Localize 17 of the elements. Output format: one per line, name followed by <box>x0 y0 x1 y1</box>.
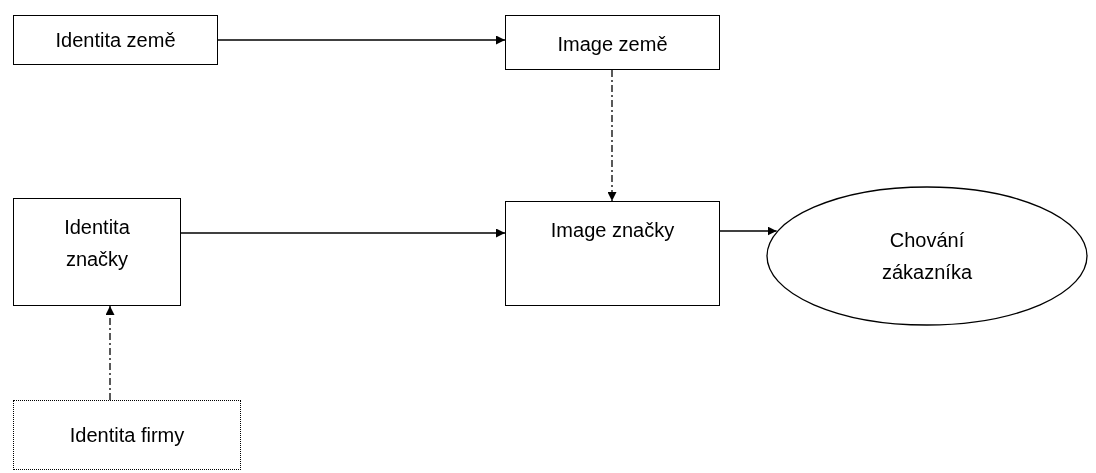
arrow <box>105 305 115 401</box>
node-label: Chování zákazníka <box>880 228 974 285</box>
node-label: Identita firmy <box>69 423 185 448</box>
node-label: Image země <box>557 32 668 57</box>
node-label: Identita země <box>55 28 176 53</box>
arrow <box>217 35 506 45</box>
node-label: Identita značky <box>63 215 131 272</box>
process-box <box>13 198 181 306</box>
node-label: Image značky <box>550 218 675 243</box>
arrow <box>607 69 617 202</box>
arrow <box>719 226 778 236</box>
ellipse-node <box>766 186 1088 326</box>
process-box <box>505 15 720 70</box>
process-box <box>505 201 720 306</box>
process-box <box>13 400 241 470</box>
process-box <box>13 15 218 65</box>
arrow <box>180 228 506 238</box>
